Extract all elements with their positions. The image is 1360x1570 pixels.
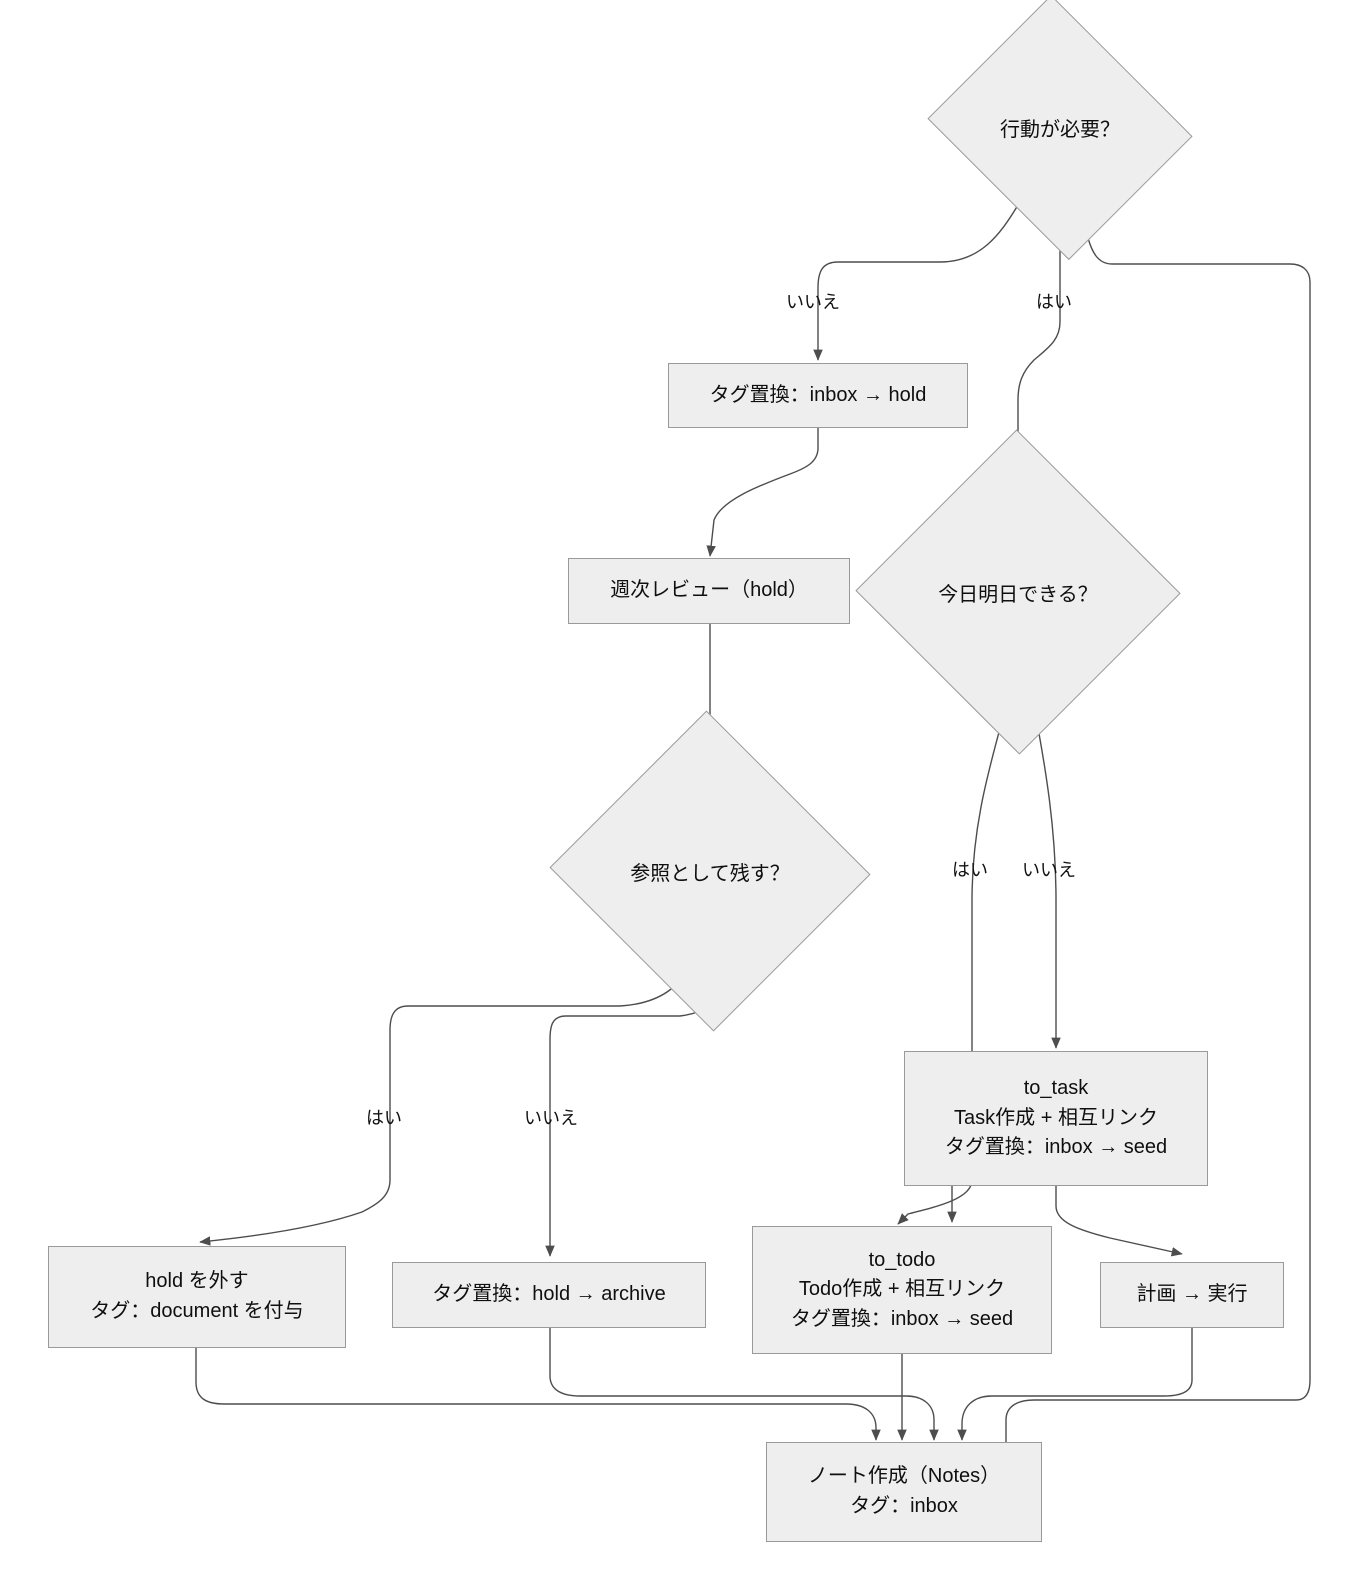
node-can-do-today[interactable]: 今日明日できる？: [855, 429, 1181, 755]
edge-reference-yes: [199, 967, 689, 1246]
node-tag-inbox-to-hold[interactable]: タグ置換：inbox → hold: [668, 363, 968, 428]
node-keep-as-reference[interactable]: 参照として残す？: [549, 710, 871, 1032]
node-weekly-review[interactable]: 週次レビュー（hold）: [568, 558, 850, 624]
edge-to-task-to-plan: [1055, 1186, 1183, 1257]
edge-label-can-do-no: いいえ: [1022, 860, 1076, 880]
node-line: Task作成 + 相互リンク: [954, 1106, 1158, 1129]
node-line: Todo作成 + 相互リンク: [798, 1278, 1006, 1301]
node-note-create-lines: ノート作成（Notes） タグ：inbox: [798, 1460, 1010, 1523]
node-remove-hold-lines: hold を外す タグ：document を付与: [80, 1265, 313, 1328]
node-line: タグ：document を付与: [90, 1300, 304, 1322]
node-weekly-review-lines: 週次レビュー（hold）: [600, 574, 818, 608]
node-line: 計画 → 実行: [1136, 1283, 1248, 1306]
node-tag-hold-to-archive[interactable]: タグ置換：hold → archive: [392, 1262, 706, 1328]
edge-plan-to-note: [957, 1328, 1193, 1441]
node-need-action-label: 行動が必要？: [1000, 119, 1120, 141]
edge-label-reference-no: いいえ: [524, 1108, 578, 1128]
node-note-create[interactable]: ノート作成（Notes） タグ：inbox: [766, 1442, 1042, 1542]
edge-hold-to-weekly-review: [706, 428, 819, 557]
edge-note-loop-back: [1005, 213, 1311, 1442]
node-line: タグ置換：inbox → hold: [709, 383, 927, 406]
edge-label-need-action-yes: はい: [1036, 292, 1072, 312]
node-need-action[interactable]: 行動が必要？: [927, 0, 1193, 261]
node-line: タグ置換：inbox → seed: [790, 1307, 1014, 1330]
edge-can-do-yes: [897, 705, 1007, 1225]
node-to-todo-lines: to_todo Todo作成 + 相互リンク タグ置換：inbox → seed: [781, 1244, 1023, 1337]
edge-remove-hold-to-note: [195, 1348, 881, 1441]
edge-label-need-action-no: いいえ: [786, 292, 840, 312]
edge-label-reference-yes: はい: [366, 1108, 402, 1128]
edge-archive-to-note: [549, 1328, 939, 1441]
edge-need-action-yes: [1013, 215, 1061, 471]
node-tag-inbox-to-hold-lines: タグ置換：inbox → hold: [700, 379, 937, 413]
node-line: to_todo: [868, 1248, 936, 1271]
node-plan-to-exec[interactable]: 計画 → 実行: [1100, 1262, 1284, 1328]
node-can-do-today-label: 今日明日できる？: [938, 583, 1098, 606]
node-to-task[interactable]: to_task Task作成 + 相互リンク タグ置換：inbox → seed: [904, 1051, 1208, 1186]
edge-need-action-no: [813, 204, 1019, 361]
node-to-todo[interactable]: to_todo Todo作成 + 相互リンク タグ置換：inbox → seed: [752, 1226, 1052, 1354]
node-line: 週次レビュー（hold）: [610, 579, 808, 602]
node-line: タグ置換：hold → archive: [432, 1283, 666, 1306]
node-tag-hold-to-archive-lines: タグ置換：hold → archive: [422, 1278, 675, 1312]
node-line: hold を外す: [145, 1270, 249, 1293]
node-remove-hold[interactable]: hold を外す タグ：document を付与: [48, 1246, 346, 1348]
node-plan-to-exec-lines: 計画 → 実行: [1126, 1278, 1257, 1312]
node-keep-as-reference-label: 参照として残す？: [630, 862, 790, 885]
node-line: ノート作成（Notes）: [807, 1465, 1001, 1488]
node-to-task-lines: to_task Task作成 + 相互リンク タグ置換：inbox → seed: [935, 1072, 1177, 1165]
node-line: to_task: [1023, 1077, 1089, 1100]
node-line: タグ置換：inbox → seed: [944, 1136, 1168, 1159]
node-line: タグ：inbox: [850, 1495, 958, 1517]
edge-label-can-do-yes: はい: [952, 860, 988, 880]
